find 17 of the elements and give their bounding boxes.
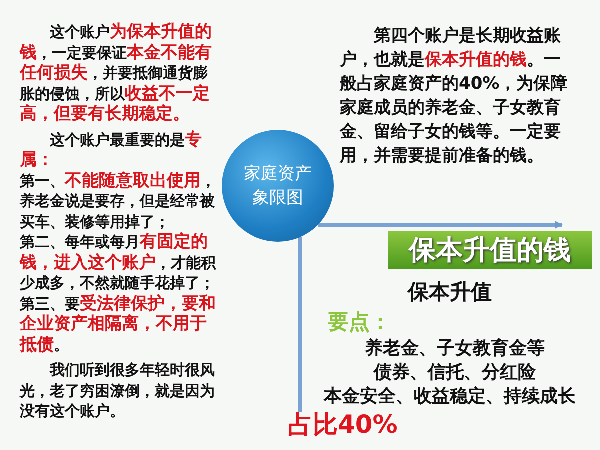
paragraph: 我们听到很多年轻时很风光，老了穷困潦倒，就是因为没有这个账户。	[20, 360, 216, 422]
paragraph: 这个账户最重要的是专属：	[20, 130, 203, 170]
key-points-heading: 要点：	[328, 309, 392, 336]
bullet-line: 养老金、子女教育金等	[364, 337, 546, 360]
quadrant-circle: 家庭资产象限图	[222, 130, 334, 242]
paragraph: 第三、要受法律保护，要和企业资产相隔离，不用于抵债。	[20, 294, 217, 355]
bullet-line: 债券、信托、分红险	[372, 361, 537, 384]
arrow	[318, 221, 563, 229]
paragraph: 第二、每年或每月有固定的钱，进入这个账户，才能积少成多，不然就随手花掉了；	[20, 232, 218, 294]
title-banner: 保本升值的钱	[388, 231, 592, 269]
paragraph: 这个账户为保本升值的钱，一定要保证本金不能有任何损失，并要抵御通货膨胀的侵蚀，所以收益不一定高，但要有长期稳定。	[20, 22, 213, 124]
bullet-line: 本金安全、收益稳定、持续成长	[322, 385, 577, 408]
line	[298, 238, 302, 412]
percentage-label: 占比40%	[288, 408, 398, 441]
paragraph: 第四个账户是长期收益账户，也就是保本升值的钱。一般占家庭资产的40%，为保障家庭成员的养老金、子女教育金、留给子女的钱等。一定要用，并需要提前准备的钱。	[340, 25, 569, 168]
subheading: 保本升值	[406, 279, 493, 306]
paragraph: 第一、不能随意取出使用，养老金说是要存，但是经常被买车、装修等用掉了；	[20, 170, 217, 232]
